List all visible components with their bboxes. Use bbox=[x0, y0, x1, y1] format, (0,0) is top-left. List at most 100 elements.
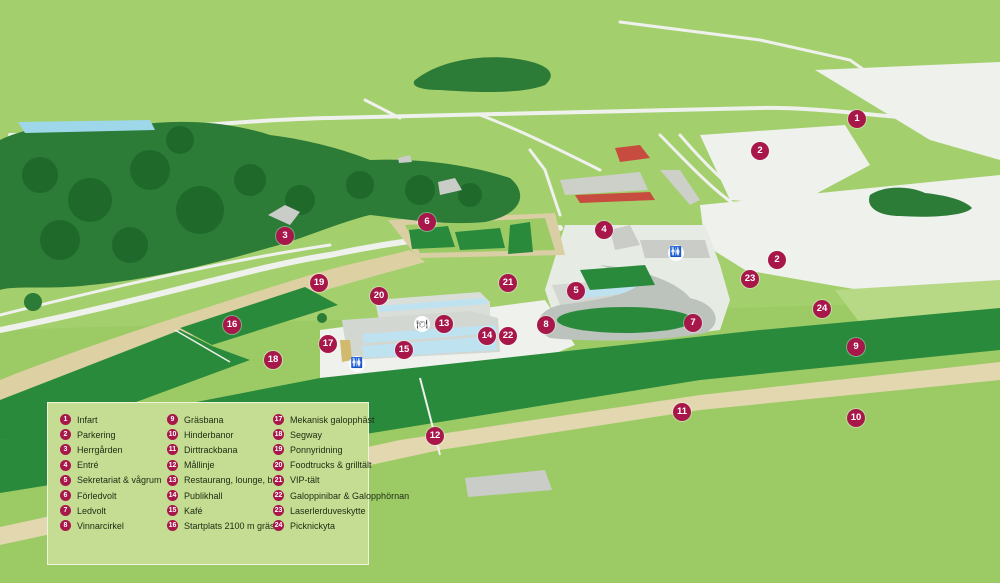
legend-number: 8 bbox=[60, 520, 71, 532]
marker-6[interactable]: 6 bbox=[418, 213, 436, 231]
legend-label: Hinderbanor bbox=[184, 429, 234, 440]
legend-label: Mekanisk galopphäst bbox=[290, 414, 375, 425]
marker-20[interactable]: 20 bbox=[370, 287, 388, 305]
legend-number: 9 bbox=[167, 414, 178, 426]
marker-9[interactable]: 9 bbox=[847, 338, 865, 356]
marker-21[interactable]: 21 bbox=[499, 274, 517, 292]
legend-label: Gräsbana bbox=[184, 414, 224, 425]
legend-number: 6 bbox=[60, 490, 71, 502]
legend-label: Galoppinibar & Galopphörnan bbox=[290, 490, 410, 501]
legend-number: 1 bbox=[60, 414, 71, 426]
legend-number: 15 bbox=[167, 505, 178, 517]
marker-10[interactable]: 10 bbox=[847, 409, 865, 427]
legend-item: 24 Picknickyta bbox=[273, 518, 409, 533]
legend-number: 2 bbox=[60, 429, 71, 441]
ring-inner bbox=[580, 265, 655, 290]
legend-number: 10 bbox=[167, 429, 178, 441]
marker-1[interactable]: 1 bbox=[848, 110, 866, 128]
legend-number: 17 bbox=[273, 414, 284, 426]
marker-2-east[interactable]: 2 bbox=[768, 251, 786, 269]
legend-label: Dirttrackbana bbox=[184, 444, 238, 455]
tarmac-airfield-top bbox=[815, 62, 1000, 160]
tree-small bbox=[317, 313, 327, 323]
legend-number: 13 bbox=[167, 474, 178, 486]
lake bbox=[18, 120, 155, 133]
marker-24[interactable]: 24 bbox=[813, 300, 831, 318]
marker-16[interactable]: 16 bbox=[223, 316, 241, 334]
marker-13[interactable]: 13 bbox=[435, 315, 453, 333]
marker-7[interactable]: 7 bbox=[684, 314, 702, 332]
marker-19[interactable]: 19 bbox=[310, 274, 328, 292]
legend-label: Parkering bbox=[77, 429, 116, 440]
legend-item: 7 Ledvolt bbox=[60, 503, 162, 518]
legend-label: Segway bbox=[290, 429, 323, 440]
marker-15[interactable]: 15 bbox=[395, 341, 413, 359]
legend-number: 22 bbox=[273, 490, 284, 502]
marker-22[interactable]: 22 bbox=[499, 327, 517, 345]
buildings bbox=[268, 145, 710, 497]
field-16 bbox=[180, 287, 338, 345]
legend-number: 5 bbox=[60, 474, 71, 486]
restaurant-icon: 🍽 bbox=[414, 316, 430, 332]
legend-number: 7 bbox=[60, 505, 71, 517]
legend-number: 11 bbox=[167, 444, 178, 456]
legend-label: Entré bbox=[77, 460, 99, 471]
legend-label: Kafé bbox=[184, 505, 203, 516]
legend-number: 23 bbox=[273, 505, 284, 517]
legend-item: 1 Infart bbox=[60, 412, 162, 427]
legend-label: Herrgården bbox=[77, 444, 123, 455]
paddock-6b bbox=[455, 228, 505, 250]
legend-label: Ledvolt bbox=[77, 505, 107, 516]
start-line bbox=[174, 329, 231, 363]
legend-label: Vinnarcirkel bbox=[77, 520, 124, 531]
legend-label: Laserlerduveskytte bbox=[290, 505, 366, 516]
legend-item: 10 Hinderbanor bbox=[167, 427, 281, 442]
legend-item: 18 Segway bbox=[273, 427, 409, 442]
marker-5[interactable]: 5 bbox=[567, 282, 585, 300]
legend-number: 24 bbox=[273, 520, 284, 532]
legend-number: 18 bbox=[273, 429, 284, 441]
legend-number: 21 bbox=[273, 474, 284, 486]
legend-label: Picknickyta bbox=[290, 520, 336, 531]
legend-label: Infart bbox=[77, 414, 98, 425]
tree-cluster bbox=[24, 293, 42, 311]
marker-14[interactable]: 14 bbox=[478, 327, 496, 345]
marker-8[interactable]: 8 bbox=[537, 316, 555, 334]
legend-label: Publikhall bbox=[184, 490, 223, 501]
marker-23[interactable]: 23 bbox=[741, 270, 759, 288]
parking-area-1 bbox=[700, 125, 870, 205]
grandstand bbox=[340, 292, 500, 362]
legend-item: 2 Parkering bbox=[60, 427, 162, 442]
legend-label: Startplats 2100 m gräs bbox=[184, 520, 275, 531]
marker-12[interactable]: 12 bbox=[426, 427, 444, 445]
marker-11[interactable]: 11 bbox=[673, 403, 691, 421]
parade-ring-grass bbox=[557, 307, 693, 333]
building-bottom bbox=[465, 470, 552, 497]
marker-3[interactable]: 3 bbox=[276, 227, 294, 245]
legend-item: 11 Dirttrackbana bbox=[167, 442, 281, 457]
legend-item: 8 Vinnarcirkel bbox=[60, 518, 162, 533]
marker-18[interactable]: 18 bbox=[264, 351, 282, 369]
legend-item: 14 Publikhall bbox=[167, 488, 281, 503]
legend-number: 14 bbox=[167, 490, 178, 502]
marker-2-north[interactable]: 2 bbox=[751, 142, 769, 160]
legend-number: 19 bbox=[273, 444, 284, 456]
legend-label: Mållinje bbox=[184, 460, 215, 471]
marker-17[interactable]: 17 bbox=[319, 335, 337, 353]
marker-4[interactable]: 4 bbox=[595, 221, 613, 239]
legend-item: 22 Galoppinibar & Galopphörnan bbox=[273, 488, 409, 503]
legend-label: Foodtrucks & grilltält bbox=[290, 460, 372, 471]
